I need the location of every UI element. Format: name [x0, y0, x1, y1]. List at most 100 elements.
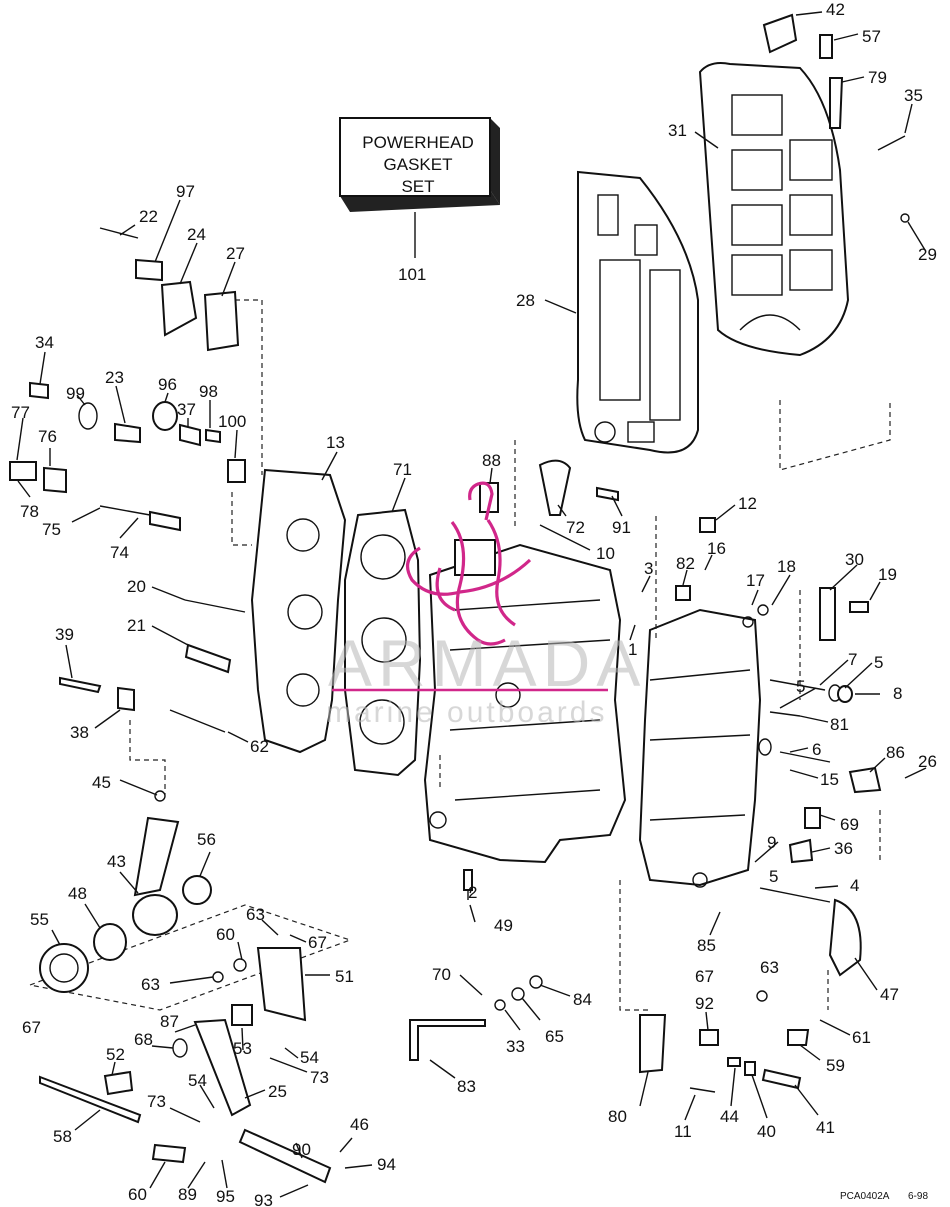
head-gasket-71 [344, 508, 422, 777]
callout-82: 82 [676, 554, 695, 573]
callout-1: 1 [628, 640, 637, 659]
callout-54: 54 [188, 1071, 207, 1090]
callout-18: 18 [777, 557, 796, 576]
callout-87: 87 [160, 1012, 179, 1031]
callout-23: 23 [105, 368, 124, 387]
callout-80: 80 [608, 1107, 627, 1126]
callout-95: 95 [216, 1187, 235, 1206]
callout-67: 67 [695, 967, 714, 986]
callout-28: 28 [516, 291, 535, 310]
callout-3: 3 [644, 559, 653, 578]
callout-5: 5 [769, 867, 778, 886]
callout-25: 25 [268, 1082, 287, 1101]
callout-72: 72 [566, 518, 585, 537]
callout-48: 48 [68, 884, 87, 903]
callout-35: 35 [904, 86, 923, 105]
callout-61: 61 [852, 1028, 871, 1047]
callout-46: 46 [350, 1115, 369, 1134]
callout-63: 63 [246, 905, 265, 924]
callout-54: 54 [300, 1048, 319, 1067]
callout-49: 49 [494, 916, 513, 935]
callout-98: 98 [199, 382, 218, 401]
callout-73: 73 [147, 1092, 166, 1111]
callout-10: 10 [596, 544, 615, 563]
callout-94: 94 [377, 1155, 396, 1174]
callout-labels: 42 57 79 35 31 29 28 101 97 22 24 27 34 … [11, 0, 937, 1207]
callout-11: 11 [674, 1122, 692, 1141]
callout-43: 43 [107, 852, 126, 871]
callout-40: 40 [757, 1122, 776, 1141]
cover-plate-31 [698, 62, 850, 357]
gasket-28 [576, 170, 699, 454]
callout-34: 34 [35, 333, 54, 352]
callout-31: 31 [668, 121, 687, 140]
callout-96: 96 [158, 375, 177, 394]
callout-79: 79 [868, 68, 887, 87]
callout-90: 90 [292, 1140, 311, 1159]
callout-39: 39 [55, 625, 74, 644]
callout-22: 22 [139, 207, 158, 226]
callout-53: 53 [233, 1039, 252, 1058]
callout-15: 15 [820, 770, 839, 789]
callout-30: 30 [845, 550, 864, 569]
drawing-date: 6-98 [908, 1191, 928, 1202]
callout-38: 38 [70, 723, 89, 742]
callout-42: 42 [826, 0, 845, 19]
callout-74: 74 [110, 543, 129, 562]
callout-21: 21 [127, 616, 146, 635]
gasket-set-box [339, 117, 500, 258]
callout-24: 24 [187, 225, 206, 244]
callout-2: 2 [468, 883, 477, 902]
callout-12: 12 [738, 494, 757, 513]
part-drawings [9, 11, 927, 1198]
callout-67: 67 [308, 933, 327, 952]
kit-box-line3: SET [401, 177, 434, 196]
callout-27: 27 [226, 244, 245, 263]
callout-57: 57 [862, 27, 881, 46]
callout-58: 58 [53, 1127, 72, 1146]
callout-65: 65 [545, 1027, 564, 1046]
callout-75: 75 [42, 520, 61, 539]
callout-83: 83 [457, 1077, 476, 1096]
callout-29: 29 [918, 245, 937, 264]
callout-84: 84 [573, 990, 592, 1009]
callout-93: 93 [254, 1191, 273, 1207]
callout-17: 17 [746, 571, 765, 590]
watermark-tagline: marine outboards [326, 696, 607, 729]
callout-52: 52 [106, 1045, 125, 1064]
callout-5: 5 [796, 677, 805, 696]
drawing-code: PCA0402A [840, 1191, 890, 1202]
kit-box-line2: GASKET [384, 155, 453, 174]
watermark: ARMADA marine outboards [326, 481, 646, 729]
callout-37: 37 [177, 400, 196, 419]
callout-55: 55 [30, 910, 49, 929]
watermark-brand: ARMADA [328, 626, 646, 700]
callout-59: 59 [826, 1056, 845, 1075]
callout-85: 85 [697, 936, 716, 955]
callout-89: 89 [178, 1185, 197, 1204]
callout-56: 56 [197, 830, 216, 849]
callout-81: 81 [830, 715, 849, 734]
callout-33: 33 [506, 1037, 525, 1056]
bypass-cover-13 [250, 468, 347, 754]
small-parts [9, 13, 910, 1184]
callout-6: 6 [812, 740, 821, 759]
logo-emblem-icon [405, 481, 532, 646]
callout-13: 13 [326, 433, 345, 452]
callout-36: 36 [834, 839, 853, 858]
callout-63: 63 [141, 975, 160, 994]
callout-71: 71 [393, 460, 412, 479]
callout-19: 19 [878, 565, 897, 584]
callout-91: 91 [612, 518, 631, 537]
callout-20: 20 [127, 577, 146, 596]
callout-77: 77 [11, 403, 30, 422]
callout-78: 78 [20, 502, 39, 521]
callout-69: 69 [840, 815, 859, 834]
callout-70: 70 [432, 965, 451, 984]
callout-16: 16 [707, 539, 726, 558]
callout-9: 9 [767, 833, 776, 852]
callout-8: 8 [893, 684, 902, 703]
callout-62: 62 [250, 737, 269, 756]
callout-60: 60 [216, 925, 235, 944]
